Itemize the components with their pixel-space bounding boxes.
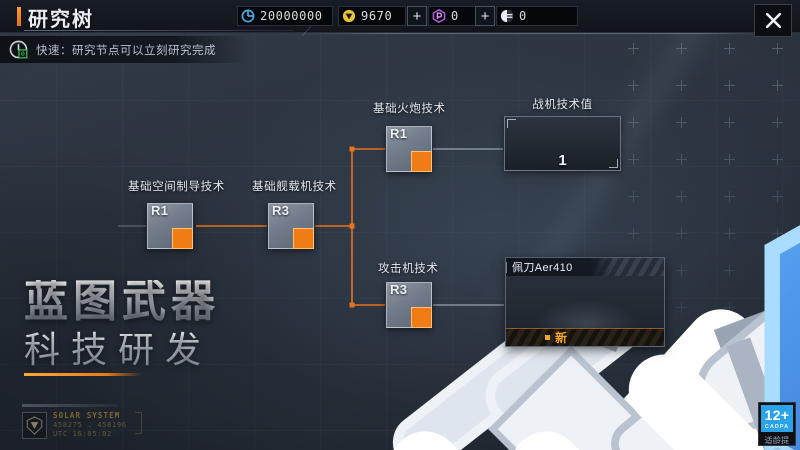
research-node-label-space-guidance: 基础空间制导技术	[128, 181, 225, 193]
new-badge-label: 新	[555, 331, 569, 345]
aircraft-card-footer: 新	[506, 328, 664, 346]
solar-system-logo-text: SOLAR SYSTEM 458275 . 458196 UTC 16:05:0…	[53, 411, 127, 440]
page-title-underline	[24, 30, 294, 31]
currency-coupon[interactable]: 0	[496, 6, 578, 26]
research-node-rank: R3	[272, 203, 290, 218]
solar-system-utc: UTC 16:05:02	[53, 430, 112, 439]
decorative-heading-line2: 科技研发	[24, 329, 220, 370]
tech-value-hex-icon	[548, 123, 800, 450]
decorative-heading-line1: 蓝图武器	[24, 277, 220, 326]
tech-value-number: 1	[558, 152, 567, 169]
fast-research-clock-icon: 0	[8, 39, 29, 60]
research-node-carrier-craft[interactable]: R3	[268, 203, 800, 450]
age-rating-box: 12+ CADPA	[761, 405, 793, 432]
platinum-icon	[432, 8, 446, 24]
research-node-label-carrier-craft: 基础舰载机技术	[252, 181, 337, 193]
research-node-attack-aircraft[interactable]: R3	[386, 282, 790, 450]
research-node-rank: R3	[390, 282, 408, 297]
currency-credits[interactable]: 20000000	[237, 6, 333, 26]
age-rating-note: 适龄提示	[764, 436, 790, 450]
age-rating-badge: 12+ CADPA 适龄提示	[758, 402, 796, 450]
page-title: 研究树	[28, 9, 94, 31]
age-rating-org: CADPA	[764, 423, 790, 430]
solar-system-coords: 458275 . 458196	[53, 420, 127, 429]
solar-system-bracket	[135, 412, 142, 434]
fast-research-hint-text: 快速：研究节点可以立刻研究完成	[36, 44, 216, 57]
research-node-space-guidance[interactable]: R1	[147, 203, 757, 450]
page-title-accent	[17, 7, 21, 26]
research-node-rank: R1	[151, 203, 169, 218]
solar-system-title: SOLAR SYSTEM	[53, 410, 121, 420]
solar-system-logo: SOLAR SYSTEM 458275 . 458196 UTC 16:05:0…	[22, 404, 144, 442]
research-completed-check-icon	[293, 228, 800, 450]
fast-research-hint: 0 快速：研究节点可以立刻研究完成	[0, 36, 248, 63]
gold-icon	[342, 9, 356, 23]
currency-value: 9670	[361, 9, 393, 23]
currency-value: 0	[519, 9, 527, 23]
research-completed-check-icon	[411, 151, 800, 450]
research-node-label-basic-artillery: 基础火炮技术	[373, 103, 446, 115]
credits-icon	[241, 9, 255, 23]
decorative-heading-underline	[24, 373, 142, 377]
add-currency-button[interactable]: +	[475, 6, 495, 26]
age-rating-number: 12+	[764, 406, 790, 423]
close-button[interactable]	[754, 4, 792, 37]
solar-system-logo-rule	[22, 404, 118, 407]
research-node-label-attack-aircraft: 攻击机技术	[378, 263, 439, 275]
research-node-rank: R1	[390, 126, 408, 141]
aircraft-card-title-bar: 佩刀Aer410	[506, 258, 614, 276]
research-completed-check-icon	[411, 307, 432, 328]
currency-value: 20000000	[260, 9, 323, 23]
aircraft-card-name: 佩刀Aer410	[512, 262, 573, 274]
top-bar-divider	[300, 33, 760, 34]
currency-value: 0	[451, 9, 459, 23]
aircraft-card-separator	[506, 261, 507, 273]
currency-gold[interactable]: 9670	[338, 6, 406, 26]
research-node-basic-artillery[interactable]: R1	[386, 126, 800, 450]
svg-text:0: 0	[21, 50, 25, 58]
add-currency-button[interactable]: +	[407, 6, 427, 26]
tech-value-label: 战机技术值	[532, 99, 593, 111]
decorative-heading: 蓝图武器 科技研发	[24, 277, 220, 377]
new-badge-dot	[545, 335, 550, 340]
coupon-icon	[500, 9, 514, 23]
aircraft-card[interactable]: 佩刀Aer410 新	[505, 257, 665, 347]
faction-emblem-icon	[22, 411, 47, 439]
research-completed-check-icon	[172, 228, 757, 450]
tech-value-panel[interactable]: 1	[504, 116, 800, 450]
close-icon	[765, 12, 781, 29]
